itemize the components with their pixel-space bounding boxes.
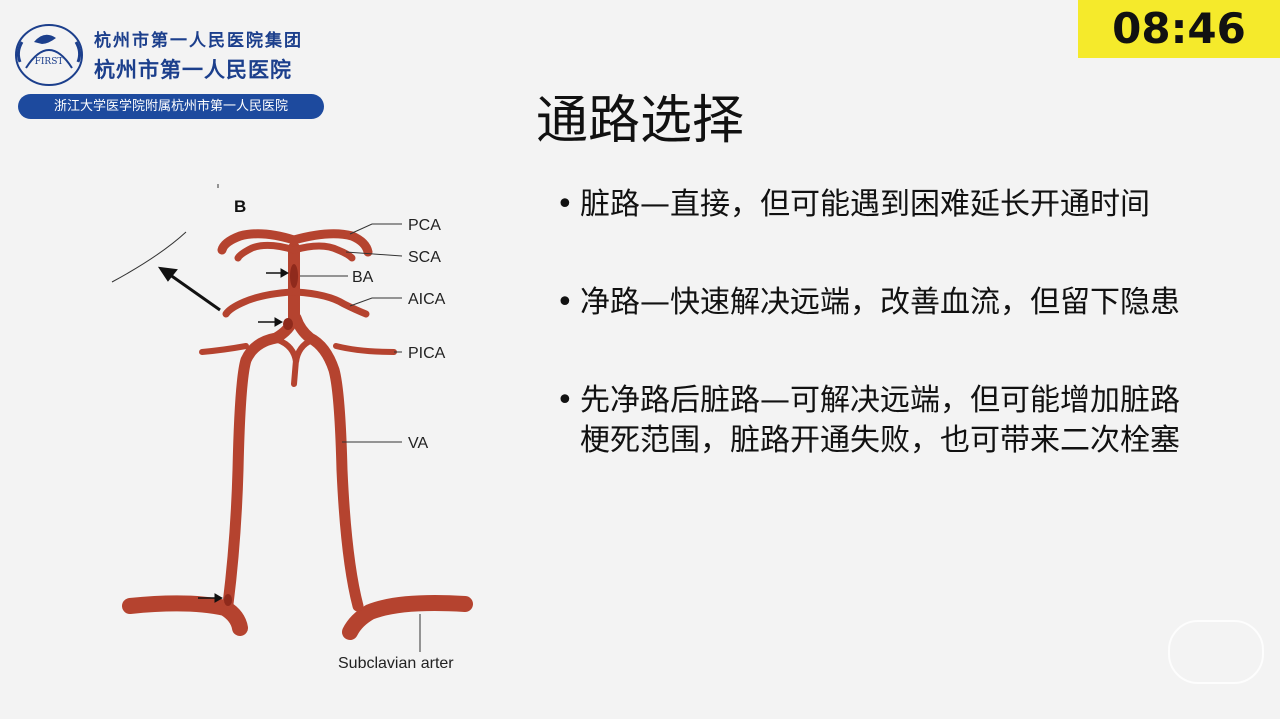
hospital-logo-block: FIRST 杭州市第一人民医院集团 杭州市第一人民医院 浙江大学医学院附属杭州市… xyxy=(10,20,330,120)
bullet-dot-icon: • xyxy=(556,187,574,222)
va-lesion-spot xyxy=(283,318,293,330)
ba-label: BA xyxy=(352,269,374,286)
anterior-spinal-artery xyxy=(275,337,315,387)
head-outline-curve xyxy=(111,231,187,283)
right-sca-artery xyxy=(290,242,356,262)
hospital-seal-icon: FIRST xyxy=(15,24,83,86)
pca-label: PCA xyxy=(408,217,441,234)
va-arrowhead-icon xyxy=(274,317,284,327)
left-pica-artery xyxy=(199,343,249,355)
origin-arrowhead-icon xyxy=(214,593,224,603)
panel-label: B xyxy=(234,197,246,216)
left-pca-artery xyxy=(217,229,299,255)
timer-value: 08:46 xyxy=(1112,4,1246,53)
bullet-text: 脏路—直接，但可能遇到困难延长开通时间 xyxy=(580,187,1150,222)
watermark-logo xyxy=(1168,620,1264,684)
left-sca-artery xyxy=(234,241,298,262)
aica-leader-line xyxy=(349,297,402,307)
large-arrowhead-icon xyxy=(157,266,178,282)
sca-leader-line xyxy=(345,251,403,257)
bullet-dot-icon: • xyxy=(556,285,574,320)
seal-text: FIRST xyxy=(35,57,64,67)
subclavian-label: Subclavian arter xyxy=(338,655,454,670)
va-label: VA xyxy=(408,435,428,452)
right-pca-artery xyxy=(289,229,373,257)
left-vertebral-artery xyxy=(222,312,300,610)
vertebrobasilar-diagram: B PCA SCA BA AICA PICA VA Subclavian art… xyxy=(111,184,473,670)
bullet-text: 净路—快速解决远端，改善血流，但留下隐患 xyxy=(580,285,1180,320)
right-vertebral-artery xyxy=(290,312,364,612)
arrow-group xyxy=(157,266,290,603)
pica-label: PICA xyxy=(408,345,446,362)
bullet-item: •净路—快速解决远端，改善血流，但留下隐患 xyxy=(556,283,1196,323)
sca-label: SCA xyxy=(408,249,441,266)
hospital-group-name: 杭州市第一人民医院集团 xyxy=(94,31,303,51)
timer-box: 08:46 xyxy=(1078,0,1280,58)
leader-lines xyxy=(111,184,421,652)
aica-label: AICA xyxy=(408,291,446,308)
hospital-name: 杭州市第一人民医院 xyxy=(94,57,292,82)
bullet-list: •脏路—直接，但可能遇到困难延长开通时间 •净路—快速解决远端，改善血流，但留下… xyxy=(556,185,1196,519)
bullet-dot-icon: • xyxy=(556,383,574,418)
ba-arrowhead-icon xyxy=(280,268,290,278)
right-subclavian-artery xyxy=(342,595,473,640)
right-aica-artery xyxy=(292,288,370,318)
large-arrow-icon xyxy=(165,270,221,312)
ba-lesion-spot xyxy=(290,264,298,288)
origin-lesion-spot xyxy=(224,594,232,606)
bullet-text: 先净路后脏路—可解决远端，但可能增加脏路梗死范围，脏路开通失败，也可带来二次栓塞 xyxy=(580,383,1180,458)
right-pica-artery xyxy=(333,343,397,355)
pca-leader-line xyxy=(349,223,402,235)
affiliation-banner: 浙江大学医学院附属杭州市第一人民医院 xyxy=(18,94,324,119)
slide-title: 通路选择 xyxy=(535,91,744,151)
bullet-item: •脏路—直接，但可能遇到困难延长开通时间 xyxy=(556,185,1196,225)
bullet-item: •先净路后脏路—可解决远端，但可能增加脏路梗死范围，脏路开通失败，也可带来二次栓… xyxy=(556,381,1196,461)
left-aica-artery xyxy=(222,288,296,318)
